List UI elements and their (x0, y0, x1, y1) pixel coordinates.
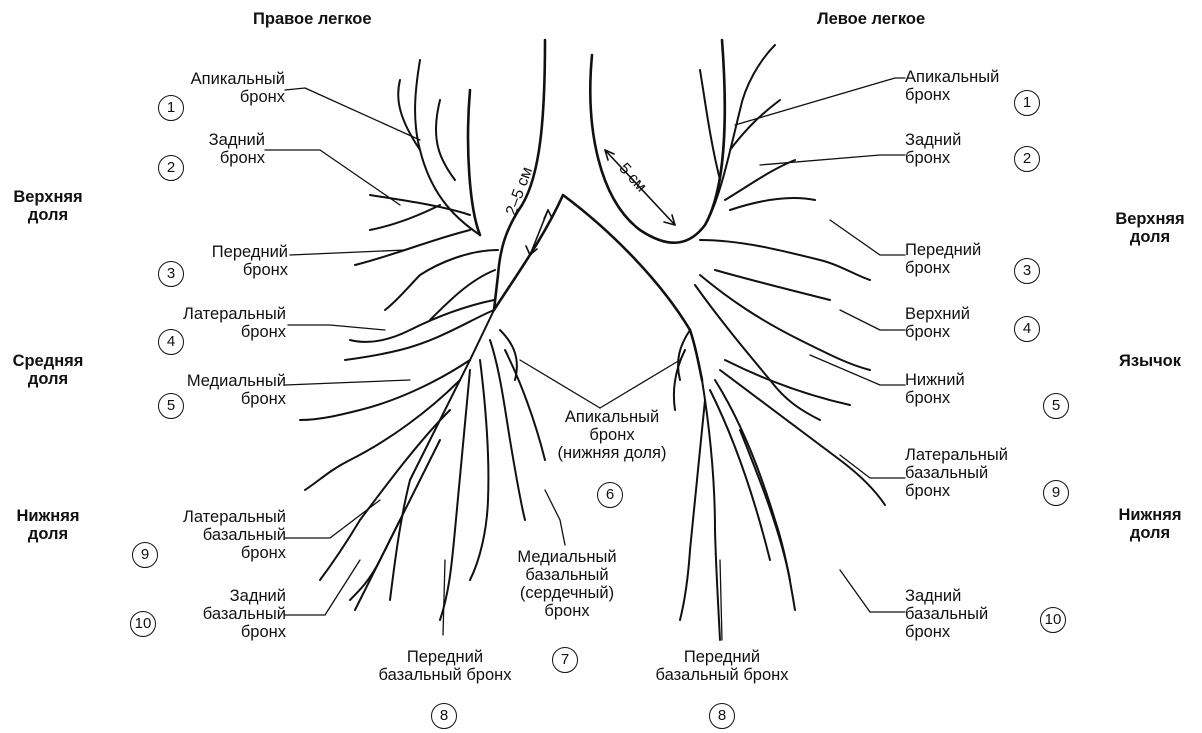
left-posterior-bronchus-label: Задний бронх (905, 131, 1025, 167)
number-circle-l5: 5 (1043, 393, 1069, 419)
number-circle-r2: 2 (158, 155, 184, 181)
right-lower-lobe-label: Нижняя доля (8, 507, 88, 543)
number-circle-l8: 8 (709, 703, 735, 729)
number-circle-l1: 1 (1014, 90, 1040, 116)
left-posterior-basal-bronchus-label: Задний базальный бронх (905, 587, 1035, 641)
right-lung-header: Правое легкое (253, 10, 372, 28)
number-circle-l10: 10 (1040, 607, 1066, 633)
number-circle-r5: 5 (158, 393, 184, 419)
number-circle-r8: 8 (431, 703, 457, 729)
number-circle-r9: 9 (132, 542, 158, 568)
right-middle-lobe-label: Средняя доля (8, 352, 88, 388)
right-bronchi (300, 60, 545, 620)
left-lateral-basal-bronchus-label: Латеральный базальный бронх (905, 446, 1055, 500)
left-anterior-bronchus-label: Передний бронх (905, 241, 1025, 277)
number-circle-6: 6 (597, 482, 623, 508)
right-lateral-bronchus-label: Латеральный бронх (130, 305, 286, 341)
right-upper-lobe-label: Верхняя доля (8, 188, 88, 224)
number-circle-r3: 3 (158, 261, 184, 287)
left-lung-header: Левое легкое (817, 10, 925, 28)
left-lower-lobe-label: Нижняя доля (1105, 506, 1195, 542)
left-superior-bronchus-label: Верхний бронх (905, 305, 1025, 341)
right-medial-bronchus-label: Медиальный бронх (130, 372, 286, 408)
left-upper-lobe-label: Верхняя доля (1105, 210, 1195, 246)
number-circle-l4: 4 (1014, 316, 1040, 342)
left-inferior-bronchus-label: Нижний бронх (905, 371, 1025, 407)
right-posterior-basal-bronchus-label: Задний базальный бронх (150, 587, 286, 641)
left-anterior-basal-bronchus-label: Передний базальный бронх (622, 648, 822, 684)
number-circle-l9: 9 (1043, 480, 1069, 506)
number-circle-l2: 2 (1014, 146, 1040, 172)
left-bronchi (674, 45, 885, 640)
lower-lobe-apical-bronchus-label: Апикальный бронх (нижняя доля) (527, 408, 697, 462)
medial-basal-bronchus-label: Медиальный базальный (сердечный) бронх (492, 548, 642, 620)
number-circle-r4: 4 (158, 329, 184, 355)
left-lingula-label: Язычок (1105, 352, 1195, 370)
number-circle-r10: 10 (130, 611, 156, 637)
number-circle-7: 7 (552, 647, 578, 673)
right-anterior-basal-bronchus-label: Передний базальный бронх (345, 648, 545, 684)
number-circle-l3: 3 (1014, 258, 1040, 284)
number-circle-r1: 1 (158, 95, 184, 121)
